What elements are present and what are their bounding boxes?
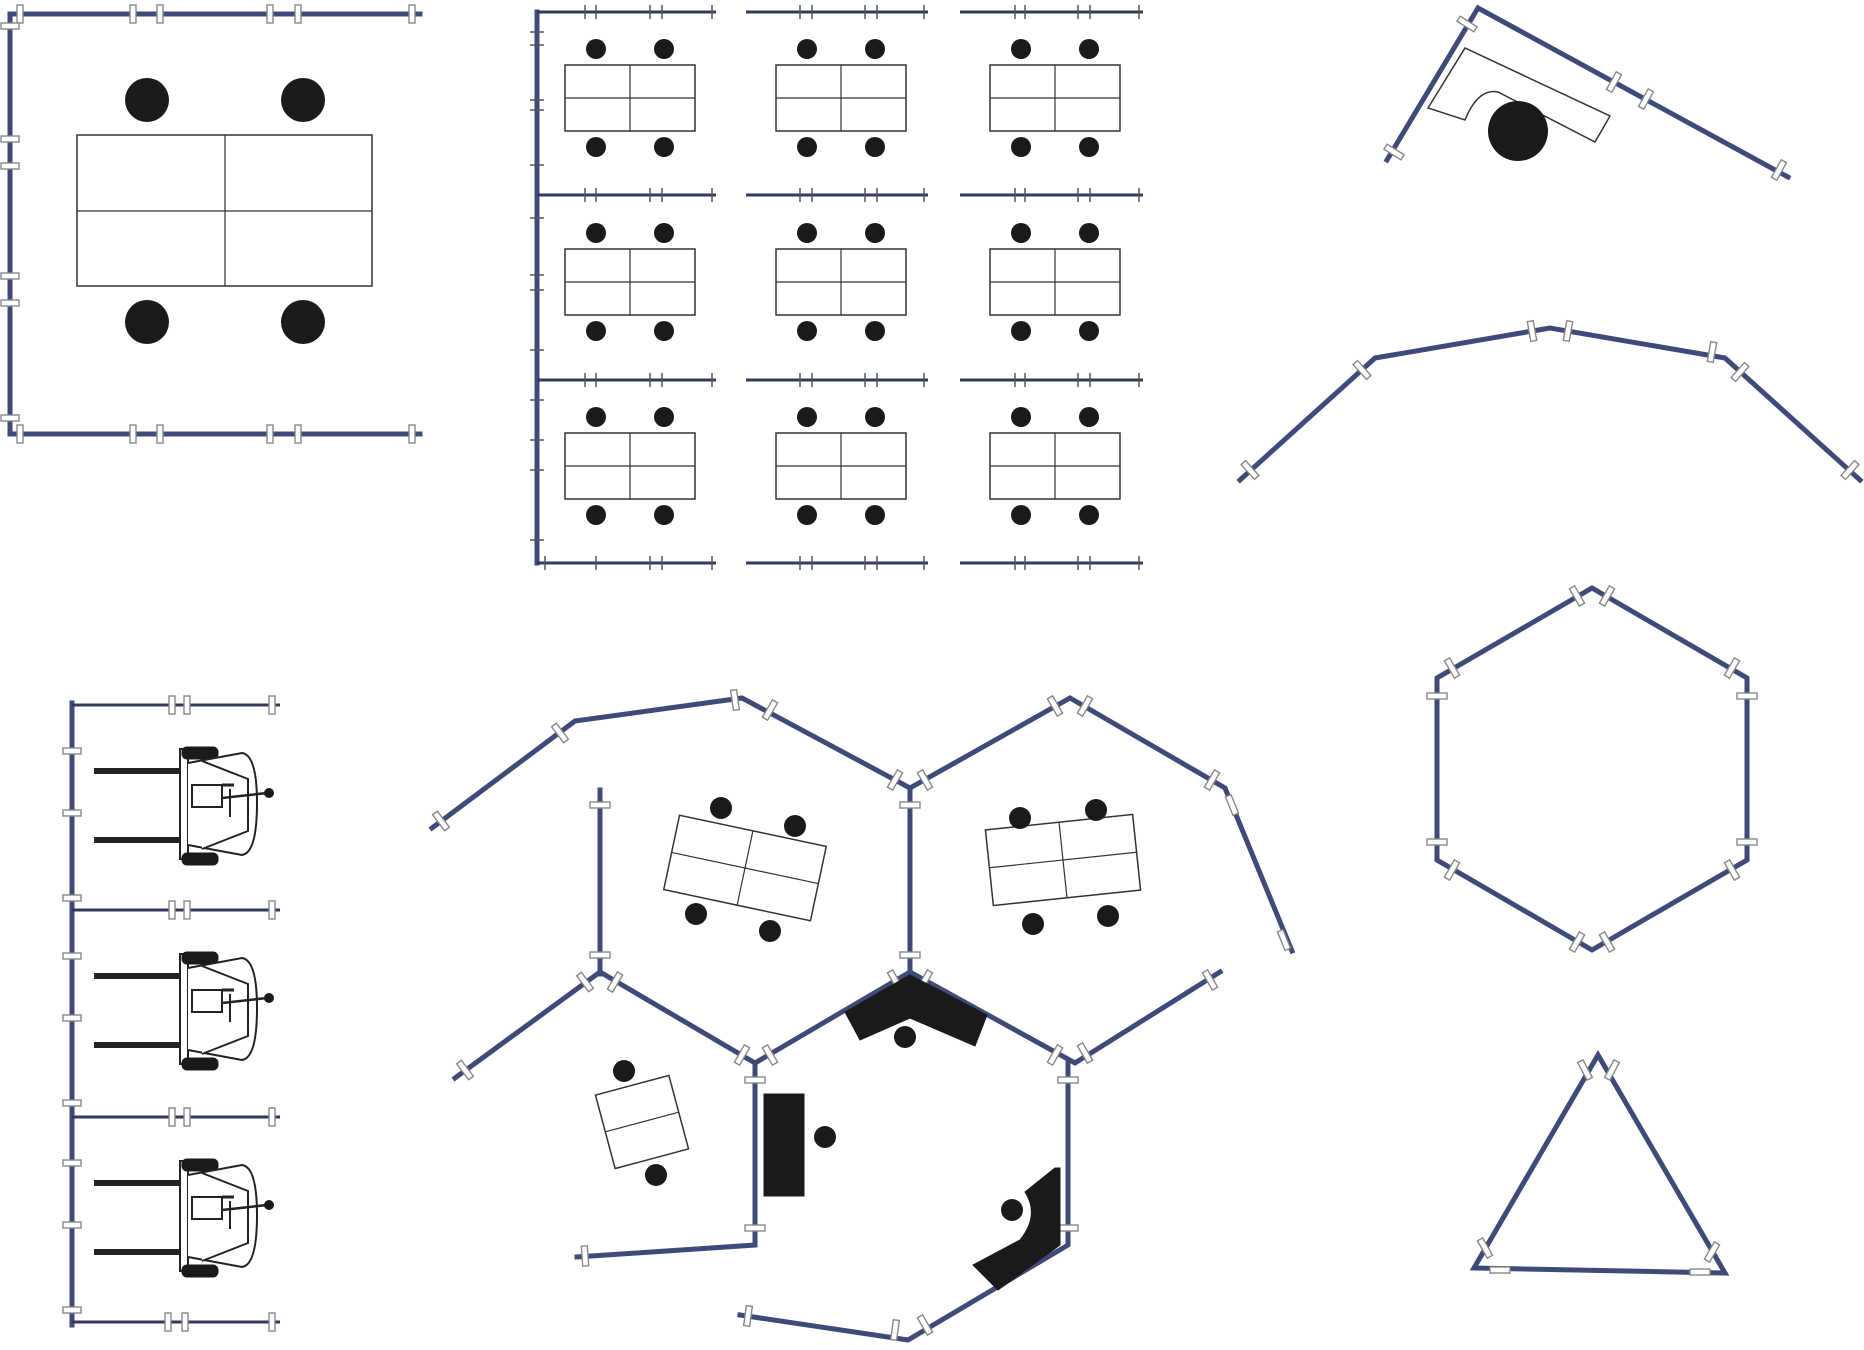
lab-bay	[63, 696, 280, 903]
lab-bays	[63, 696, 280, 1332]
team-table	[76, 134, 373, 287]
team-module-wall	[7, 11, 423, 437]
l-desk	[1426, 47, 1612, 143]
angled-panel-wall	[1236, 325, 1864, 484]
reception-desk	[844, 974, 988, 1047]
four-person-team-module	[0, 4, 423, 444]
desk-pod	[989, 406, 1121, 526]
curved-wall-run	[1236, 319, 1864, 484]
hexagon-enclosure	[1426, 584, 1758, 954]
cubicle-grid-3x3	[530, 5, 1143, 570]
lab-bay	[63, 1108, 280, 1315]
desk-pod	[564, 38, 696, 158]
hexagonal-cluster	[428, 688, 1296, 1343]
desk-pod	[989, 222, 1121, 342]
chair	[125, 300, 169, 344]
desk-pod	[775, 222, 907, 342]
chair	[281, 78, 325, 122]
desk-pod	[984, 813, 1142, 907]
storage-cabinet	[763, 1093, 805, 1197]
corner-workstation	[1382, 4, 1792, 182]
lab-bay	[63, 901, 280, 1108]
chair	[125, 78, 169, 122]
desk-pod	[775, 406, 907, 526]
desk-pod	[989, 38, 1121, 158]
desk-pod	[775, 38, 907, 158]
corner-desk	[972, 1167, 1061, 1291]
desk-pod	[564, 406, 696, 526]
desk-pod	[564, 222, 696, 342]
desk-pod	[662, 814, 828, 922]
single-desk	[594, 1074, 690, 1170]
triangle-enclosure	[1469, 1050, 1730, 1276]
chair	[1488, 101, 1548, 161]
chair	[281, 300, 325, 344]
corner-wall	[1383, 4, 1792, 181]
